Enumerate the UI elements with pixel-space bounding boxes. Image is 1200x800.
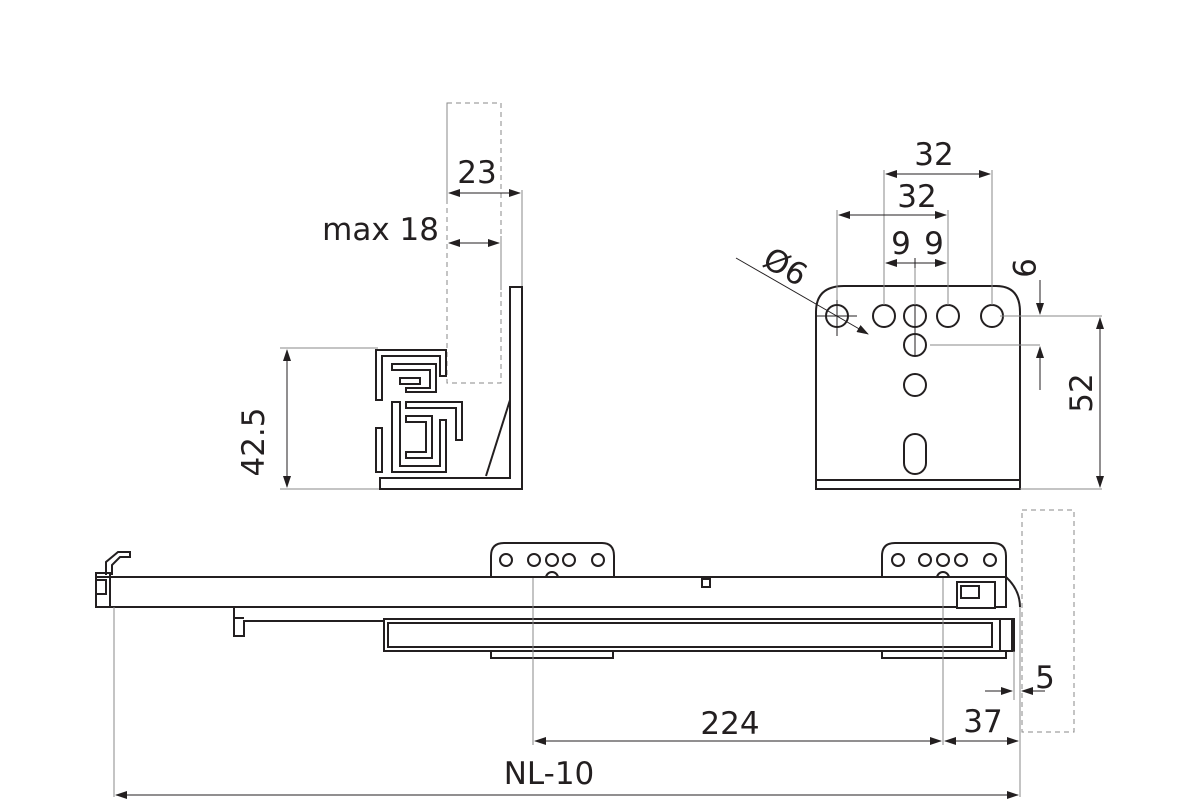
dim-leader-diameter bbox=[735, 257, 869, 335]
front-panel-dashed bbox=[1021, 509, 1075, 733]
hole-4 bbox=[936, 304, 960, 328]
hole-7 bbox=[903, 373, 927, 397]
bracket-plate bbox=[815, 285, 1021, 480]
dim-label-224: 224 bbox=[700, 706, 759, 742]
hole-2 bbox=[872, 304, 896, 328]
dim-label-42-5: 42.5 bbox=[236, 407, 272, 476]
dim-label-23: 23 bbox=[457, 155, 496, 191]
runner-profile bbox=[375, 349, 447, 401]
runner-side-view: 5 224 37 NL-10 bbox=[95, 509, 1075, 799]
rail-middle bbox=[233, 607, 384, 637]
dim-label-9-left: 9 bbox=[891, 226, 911, 262]
dim-label-max18: max 18 bbox=[322, 212, 439, 248]
dim-label-9-vertical: 9 bbox=[1005, 258, 1041, 278]
hole-5 bbox=[980, 304, 1004, 328]
rail-lower bbox=[383, 618, 1013, 652]
bracket-front-view: 32 32 9 9 Ø6 9 52 bbox=[735, 137, 1104, 490]
dim-label-32-inner: 32 bbox=[897, 179, 936, 215]
dim-label-9-right: 9 bbox=[924, 226, 944, 262]
cross-section-view: 23 max 18 42.5 bbox=[236, 102, 523, 490]
slot-hole bbox=[903, 433, 927, 475]
dim-label-52: 52 bbox=[1064, 373, 1100, 412]
dim-label-diameter: Ø6 bbox=[757, 241, 813, 294]
bracket-l-profile bbox=[379, 286, 523, 490]
rear-bracket-1 bbox=[490, 542, 615, 578]
rear-hook bbox=[105, 551, 131, 575]
dim-label-5: 5 bbox=[1035, 660, 1055, 696]
dim-label-37: 37 bbox=[963, 704, 1002, 740]
rear-bracket-2 bbox=[881, 542, 1007, 578]
rail-upper bbox=[95, 576, 1007, 608]
dim-label-32-outer: 32 bbox=[914, 137, 953, 173]
dim-label-nl10: NL-10 bbox=[504, 756, 595, 792]
